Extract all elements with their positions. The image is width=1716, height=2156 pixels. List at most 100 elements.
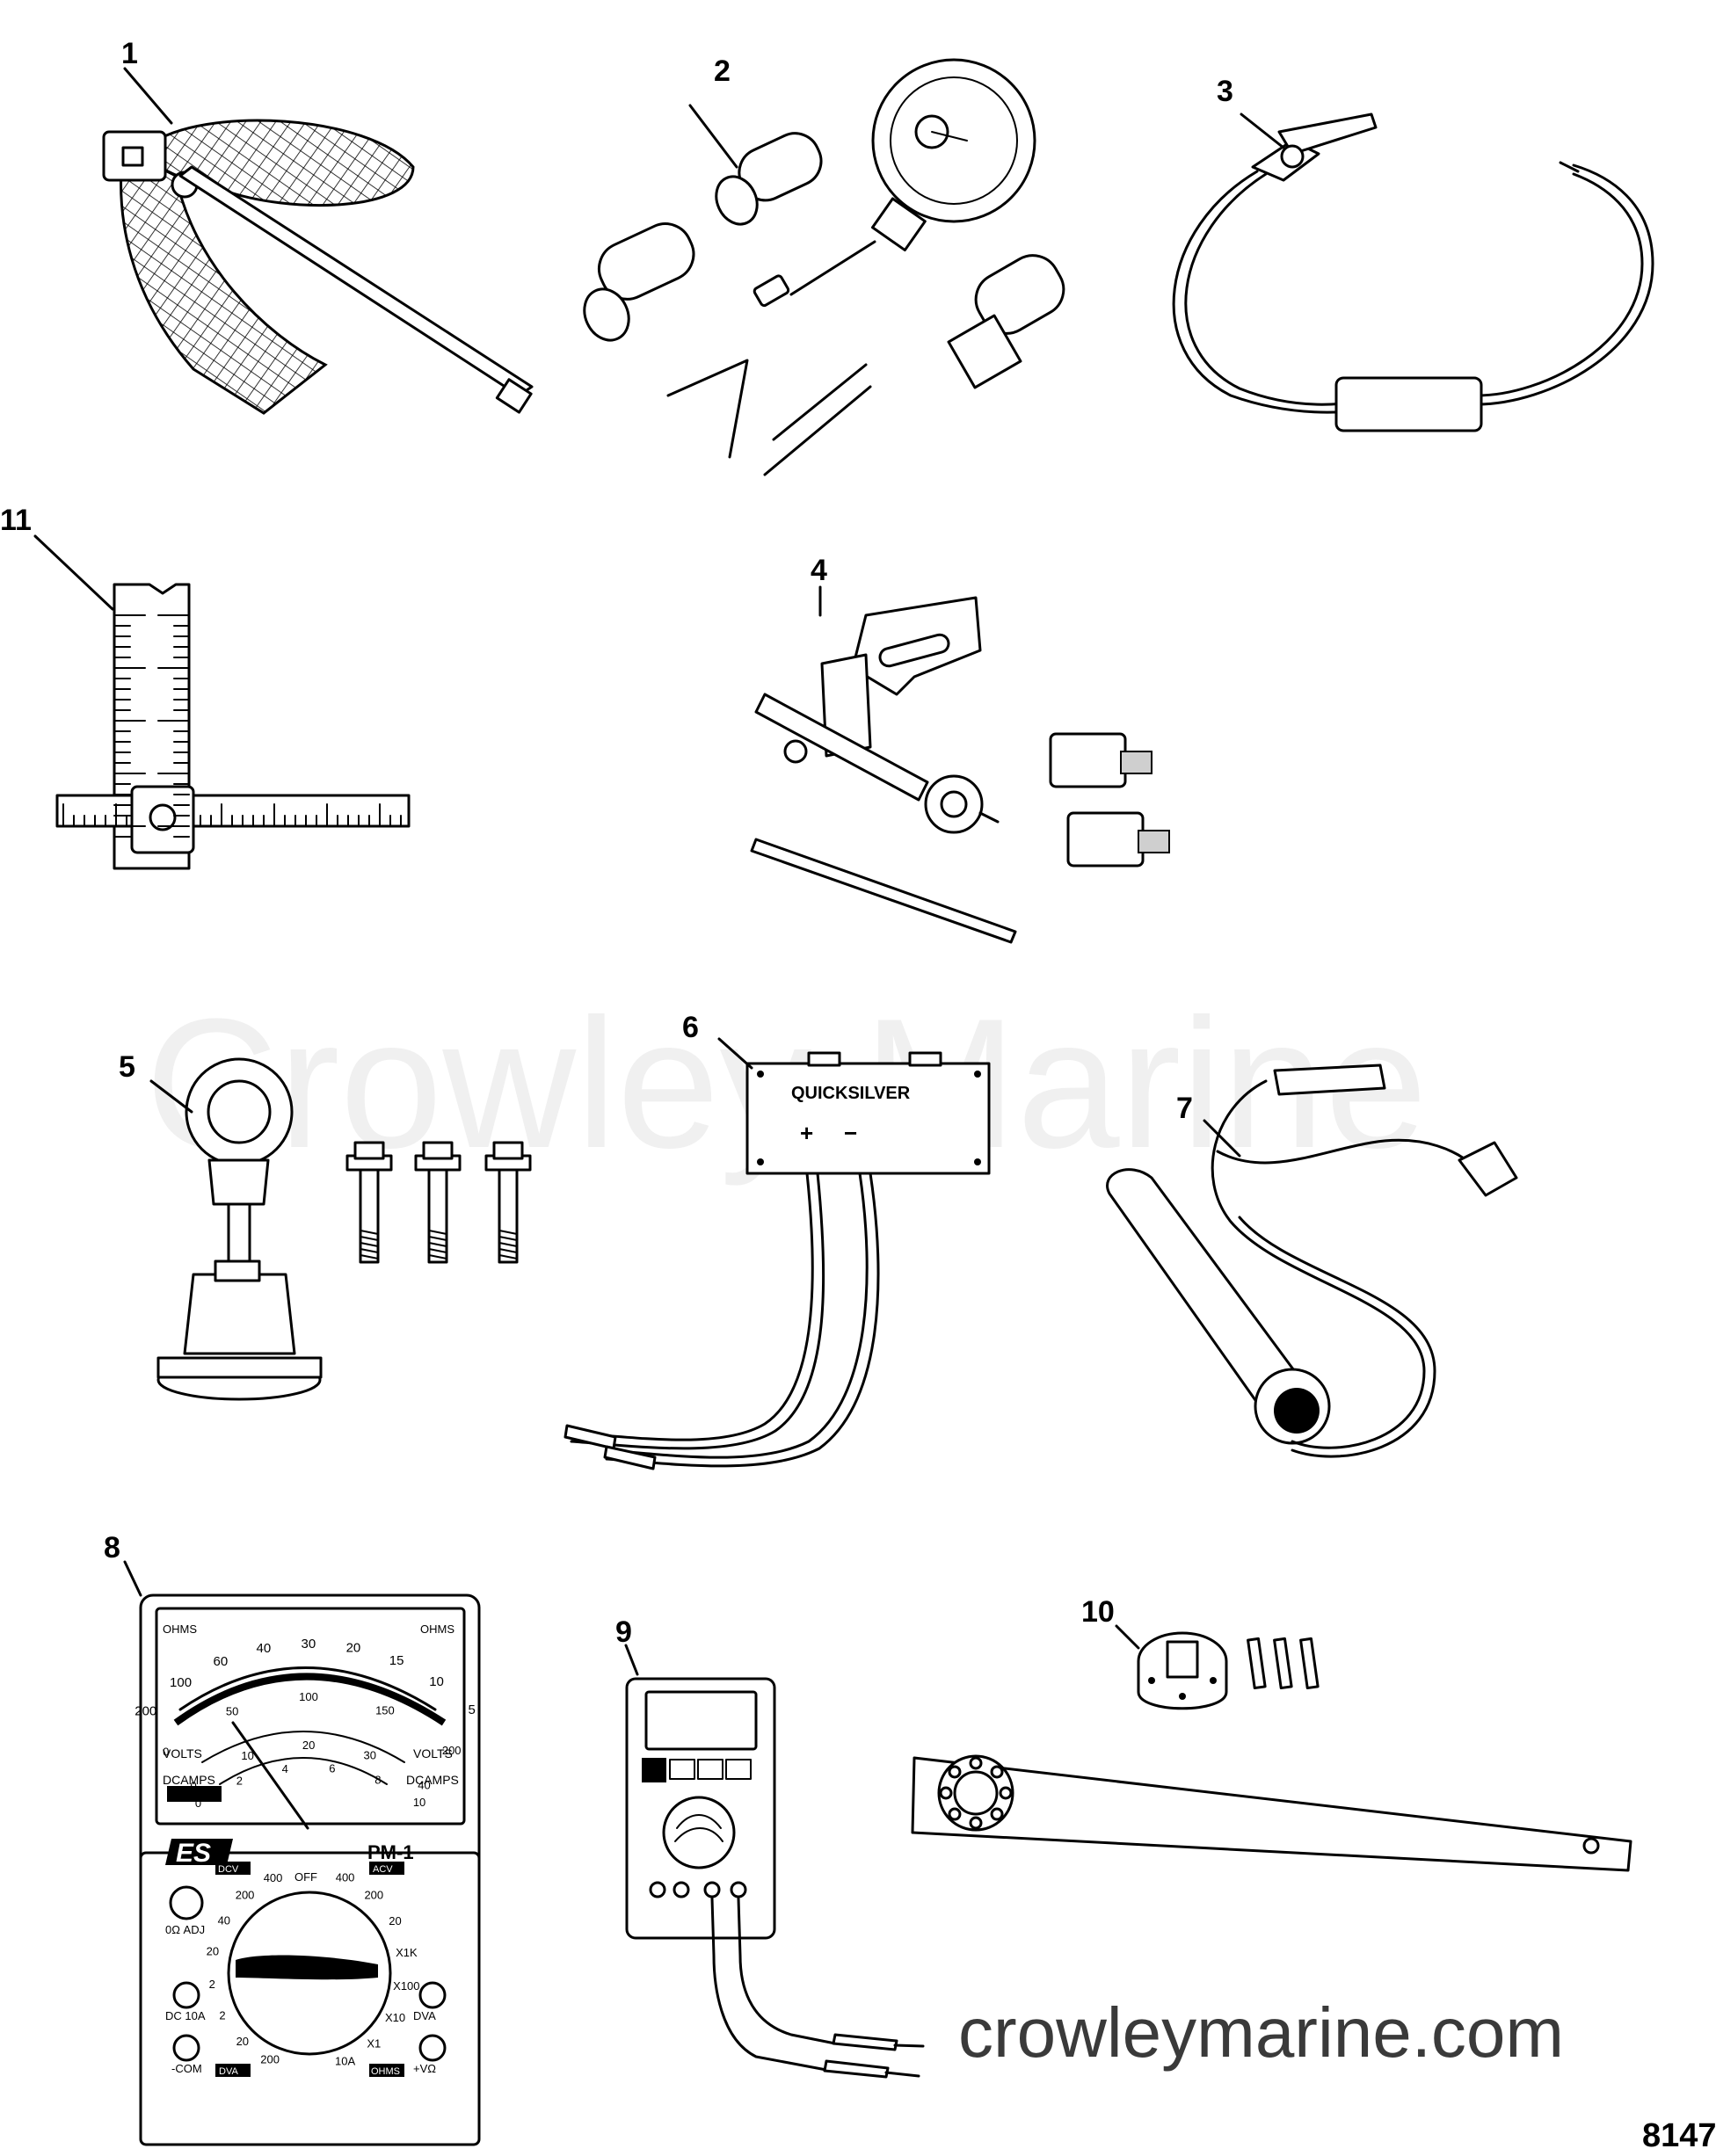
dial-range-label: X10 (385, 2011, 405, 2024)
meter-8-vohm-label: +VΩ (413, 2062, 436, 2075)
callout-9: 9 (615, 1615, 632, 1649)
volts-tick-label: 50 (226, 1704, 238, 1717)
callout-11: 11 (0, 504, 32, 537)
volts-tick-label: 0 (163, 1745, 169, 1758)
dial-range-label: 400 (264, 1871, 283, 1884)
wrench-bolt-hole (990, 1765, 1004, 1779)
meter-8-dva-jack-label: DVA (413, 2009, 436, 2022)
meter-8-dcamps-label-right: DCAMPS (406, 1773, 459, 1787)
bolt (484, 1141, 532, 1264)
callout-6-leader (717, 1037, 753, 1070)
callout-10: 10 (1081, 1595, 1115, 1629)
callout-1-leader (123, 67, 173, 125)
meter-8-ohms-right: OHMS (420, 1622, 454, 1636)
ohms-tick-label: 10 (429, 1674, 444, 1689)
tool-1-flywheel-holder (102, 119, 534, 415)
tool-6-brand-label: QUICKSILVER (791, 1084, 911, 1103)
callout-10-leader (1115, 1624, 1140, 1650)
volts-tick-label: 10 (241, 1749, 253, 1762)
wrench-bolt-hole (969, 1816, 983, 1830)
tool-7-inductive-pickup (1106, 1063, 1518, 1458)
meter-8-dc10a-label: DC 10A (165, 2009, 206, 2022)
tool-3-test-lead-clip (1172, 113, 1654, 432)
tool-5-bolts (345, 1141, 532, 1264)
callout-7-leader (1203, 1119, 1241, 1158)
dial-range-label: 2 (219, 2008, 225, 2022)
amps-tick-label: 0 (195, 1797, 201, 1810)
amps-tick-label: 4 (282, 1762, 288, 1775)
volts-tick-label: 0 (190, 1780, 196, 1793)
meter-8-volts-label: VOLTS (163, 1746, 202, 1760)
dial-range-label: 20 (236, 2035, 249, 2048)
tool-9-digital-multimeter (625, 1677, 925, 2079)
dial-range-label: 20 (207, 1944, 219, 1957)
ohms-tick-label: 100 (170, 1675, 192, 1690)
callout-8: 8 (104, 1531, 120, 1564)
dial-range-label: 40 (218, 1913, 230, 1927)
callout-3: 3 (1217, 75, 1233, 108)
tool-10-flywheel-puller (911, 1631, 1632, 1872)
callout-8-leader (123, 1560, 142, 1597)
callout-2-leader (688, 104, 738, 169)
meter-8-ohms-left: OHMS (163, 1622, 197, 1636)
tool-6-plus-label: + (800, 1120, 813, 1146)
meter-8-brand-logo: ES (176, 1839, 211, 1868)
volts-tick-label: 30 (363, 1749, 375, 1762)
callout-7: 7 (1176, 1092, 1193, 1125)
meter-8-adj-label: 0Ω ADJ (165, 1923, 205, 1936)
tool-5-lifting-eye (156, 1057, 323, 1401)
callout-1: 1 (121, 37, 138, 70)
figure-number: 8147 (1642, 2117, 1716, 2154)
dial-range-label: X100 (393, 1979, 419, 1993)
dial-range-label: 200 (260, 2053, 280, 2066)
ohms-tick-label: 30 (302, 1637, 316, 1651)
wrench-bolt-hole (948, 1765, 962, 1779)
dial-range-label: 20 (389, 1914, 401, 1927)
bolt (345, 1141, 393, 1264)
meter-8-off-label: OFF (294, 1870, 317, 1884)
callout-6: 6 (682, 1011, 699, 1044)
ohms-tick-label: 40 (257, 1641, 272, 1656)
callout-3-leader (1240, 113, 1285, 149)
bolt (414, 1141, 462, 1264)
volts-tick-label: 150 (375, 1704, 395, 1717)
ohms-tick-label: 15 (389, 1653, 404, 1668)
callout-11-leader (33, 534, 114, 611)
volts-tick-label: 200 (442, 1744, 462, 1757)
meter-8-acv-label: ACV (373, 1864, 393, 1875)
callout-5-leader (149, 1079, 193, 1114)
wrench-bolt-hole (948, 1807, 962, 1821)
dial-range-label: X1K (396, 1946, 418, 1959)
meter-8-volts-label-right: VOLTS (413, 1746, 453, 1760)
callout-2: 2 (714, 54, 731, 88)
dial-range-label: X1 (367, 2037, 381, 2051)
meter-8-ohms-tick-labels: 200 100 60 40 30 20 15 10 5 (135, 1637, 476, 1718)
ohms-tick-label: 20 (346, 1641, 361, 1656)
meter-8-dcv-label: DCV (218, 1864, 239, 1875)
ohms-tick-label: 200 (135, 1703, 156, 1718)
volts-tick-label: 20 (302, 1739, 315, 1752)
meter-8-dcamps-label: DCAMPS (163, 1773, 215, 1787)
ohms-tick-label: 5 (468, 1702, 475, 1717)
dial-range-label: 10A (335, 2054, 355, 2067)
meter-8-ohms-dial-label: OHMS (371, 2066, 400, 2077)
callout-9-leader (624, 1644, 639, 1676)
meter-8-com-label: -COM (171, 2062, 202, 2075)
tool-10-wrench-holes (939, 1756, 1013, 1830)
amps-tick-label: 10 (413, 1796, 425, 1809)
tool-6-minus-label: − (844, 1120, 857, 1146)
wrench-bolt-hole (999, 1786, 1013, 1800)
meter-8-model-label: PM-1 (367, 1841, 414, 1863)
website-text: crowleymarine.com (958, 1993, 1564, 2072)
wrench-bolt-hole (990, 1807, 1004, 1821)
wrench-bolt-hole (969, 1756, 983, 1770)
volts-tick-label: 40 (418, 1779, 430, 1792)
tool-2-dial-indicator-kit (583, 58, 1065, 476)
ohms-tick-label: 60 (213, 1654, 228, 1669)
tool-8-analog-multimeter (139, 1593, 481, 2146)
